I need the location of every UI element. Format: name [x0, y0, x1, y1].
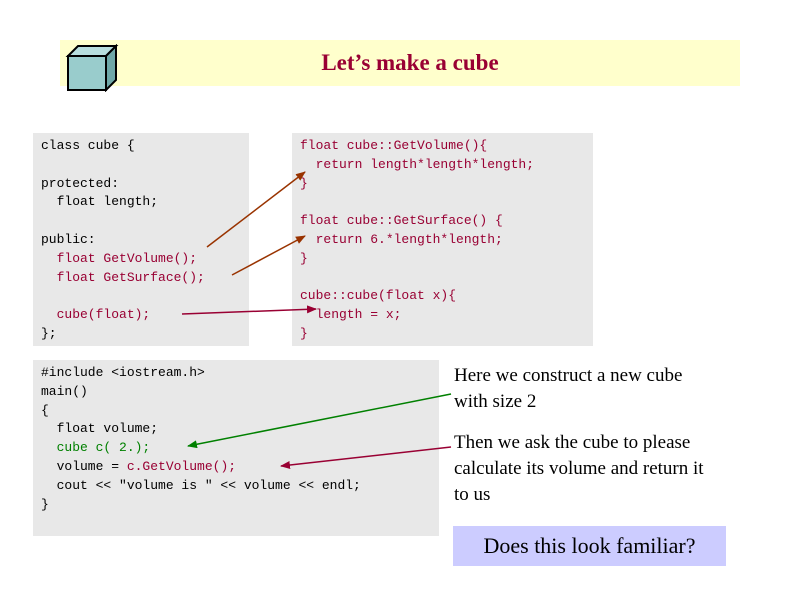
code-line: }; — [41, 325, 57, 341]
main-program-box: #include <iostream.h> main() { float vol… — [33, 360, 439, 536]
construct-note-arrow — [187, 393, 452, 449]
code-line: { — [41, 402, 49, 418]
code-line: main() — [41, 383, 88, 399]
method-definitions-box: float cube::GetVolume(){ return length*l… — [292, 133, 593, 346]
class-declaration-box: class cube { protected: float length; pu… — [33, 133, 249, 346]
volume-note-arrow — [280, 446, 452, 469]
code-line: #include <iostream.h> — [41, 365, 205, 380]
getsurface-definition: float cube::GetSurface() { — [300, 213, 503, 229]
getvolume-declaration: float GetVolume(); — [41, 250, 198, 266]
construct-note: Here we construct a new cube with size 2 — [454, 363, 682, 415]
getvolume-call: c.GetVolume(); — [126, 458, 237, 474]
code-line: } — [300, 325, 308, 341]
cube-icon — [65, 44, 119, 92]
note-line: to us — [454, 484, 491, 505]
getsurface-declaration: float GetSurface(); — [41, 269, 205, 285]
code-line: length = x; — [300, 307, 402, 323]
code-line: volume = — [41, 458, 127, 474]
code-line: float length; — [41, 194, 159, 210]
question-text: Does this look familiar? — [483, 533, 696, 558]
note-line: calculate its volume and return it — [454, 458, 704, 479]
constructor-declaration: cube(float); — [41, 307, 151, 323]
getsurface-arrow — [231, 235, 306, 276]
question-box: Does this look familiar? — [453, 526, 726, 566]
code-line: return length*length*length; — [300, 156, 535, 172]
code-line: return 6.*length*length; — [300, 231, 503, 247]
volume-note: Then we ask the cube to please calculate… — [454, 430, 704, 508]
note-line: with size 2 — [454, 391, 537, 412]
code-line: protected: — [41, 175, 120, 191]
code-line: } — [41, 496, 49, 512]
note-line: Then we ask the cube to please — [454, 432, 691, 453]
constructor-definition: cube::cube(float x){ — [300, 288, 457, 304]
slide-title: Let’s make a cube — [321, 50, 499, 75]
constructor-arrow — [181, 305, 317, 315]
getvolume-definition: float cube::GetVolume(){ — [300, 138, 488, 153]
title-bar: Let’s make a cube — [60, 40, 740, 86]
code-line: public: — [41, 231, 96, 247]
code-line: cout << "volume is " << volume << endl; — [41, 477, 361, 493]
code-line: class cube { — [41, 138, 135, 153]
cube-construction-line: cube c( 2.); — [41, 440, 151, 456]
code-line: float volume; — [41, 421, 159, 437]
code-line: } — [300, 175, 308, 191]
note-line: Here we construct a new cube — [454, 365, 683, 386]
getvolume-arrow — [206, 171, 306, 248]
code-line: } — [300, 250, 308, 266]
